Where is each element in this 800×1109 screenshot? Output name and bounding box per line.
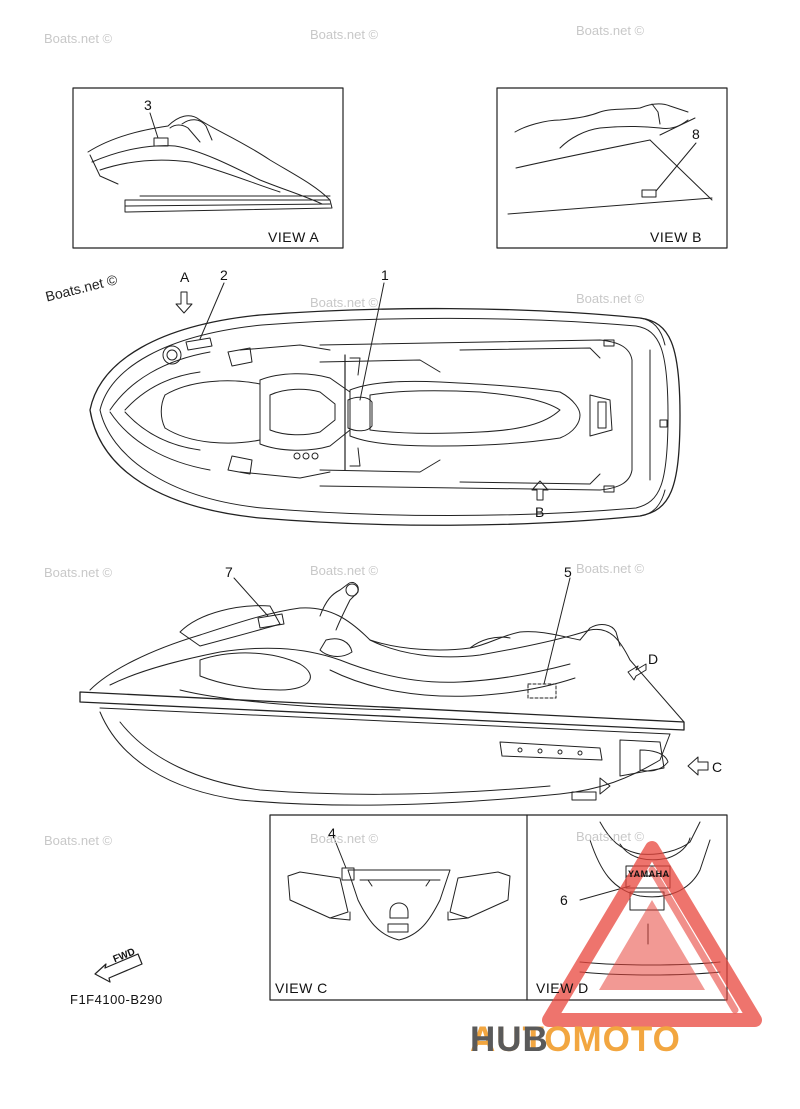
leader-5	[543, 577, 571, 685]
leader-8	[655, 142, 697, 192]
arrow-label-b: B	[535, 504, 545, 520]
view-a-caption: VIEW A	[268, 229, 320, 245]
watermark: Boats.net ©	[576, 23, 645, 38]
triangle-inner	[599, 900, 705, 990]
brand-logo-part2: HUB	[470, 1020, 549, 1059]
arrow-label-a: A	[180, 269, 190, 285]
leader-1	[359, 282, 385, 401]
brand-logo-part1: AUTOMOTO	[470, 1020, 681, 1059]
callout-4: 4	[328, 825, 336, 841]
watermark: Boats.net ©	[576, 829, 645, 844]
view-c-caption: VIEW C	[275, 980, 328, 996]
callout-5: 5	[564, 564, 572, 580]
side-view	[79, 577, 709, 806]
view-b-arrow	[531, 480, 549, 501]
part-number: F1F4100-B290	[70, 992, 163, 1007]
watermark: Boats.net ©	[310, 295, 379, 310]
fuel-cap	[162, 345, 182, 365]
leader-3	[149, 112, 159, 139]
view-d-caption: VIEW D	[536, 980, 589, 996]
label-8-decal	[641, 189, 657, 198]
callout-7: 7	[225, 564, 233, 580]
callout-1: 1	[381, 267, 389, 283]
fwd-arrow	[94, 953, 143, 983]
label-2-decal	[185, 337, 213, 351]
watermark: Boats.net ©	[576, 561, 645, 576]
watermark: Boats.net ©	[44, 833, 113, 848]
view-a-inset	[72, 87, 344, 249]
leader-2	[199, 282, 225, 340]
view-c-arrow	[687, 756, 709, 776]
view-d-arrow	[627, 663, 647, 681]
view-a-arrow	[175, 291, 193, 314]
watermark: Boats.net ©	[44, 31, 113, 46]
arrow-label-c: C	[712, 759, 723, 775]
brand-logo-triangle	[542, 841, 762, 1027]
yamaha-decal-text: YAMAHA	[628, 869, 670, 879]
callout-2: 2	[220, 267, 228, 283]
view-b-inset	[496, 87, 728, 249]
callout-8: 8	[692, 126, 700, 142]
watermark: Boats.net ©	[576, 291, 645, 306]
view-b-caption: VIEW B	[650, 229, 703, 245]
label-7-decal	[257, 613, 285, 629]
arrow-label-d: D	[648, 651, 659, 667]
watermark: Boats.net ©	[310, 27, 379, 42]
watermark: Boats.net ©	[310, 563, 379, 578]
leader-7	[233, 577, 269, 617]
label-3-decal	[153, 137, 169, 147]
leader-4	[333, 837, 347, 869]
label-4-decal	[341, 867, 355, 881]
callout-6: 6	[560, 892, 568, 908]
label-5-decal	[527, 683, 557, 699]
watermark: Boats.net ©	[310, 831, 379, 846]
label-1-decal	[347, 396, 373, 432]
top-view	[89, 282, 681, 526]
watermark: Boats.net ©	[44, 565, 113, 580]
triangle-outer	[542, 841, 762, 1027]
view-a-frame	[72, 87, 344, 249]
view-b-frame	[496, 87, 728, 249]
view-cd-frame	[269, 814, 728, 1001]
callout-3: 3	[144, 97, 152, 113]
